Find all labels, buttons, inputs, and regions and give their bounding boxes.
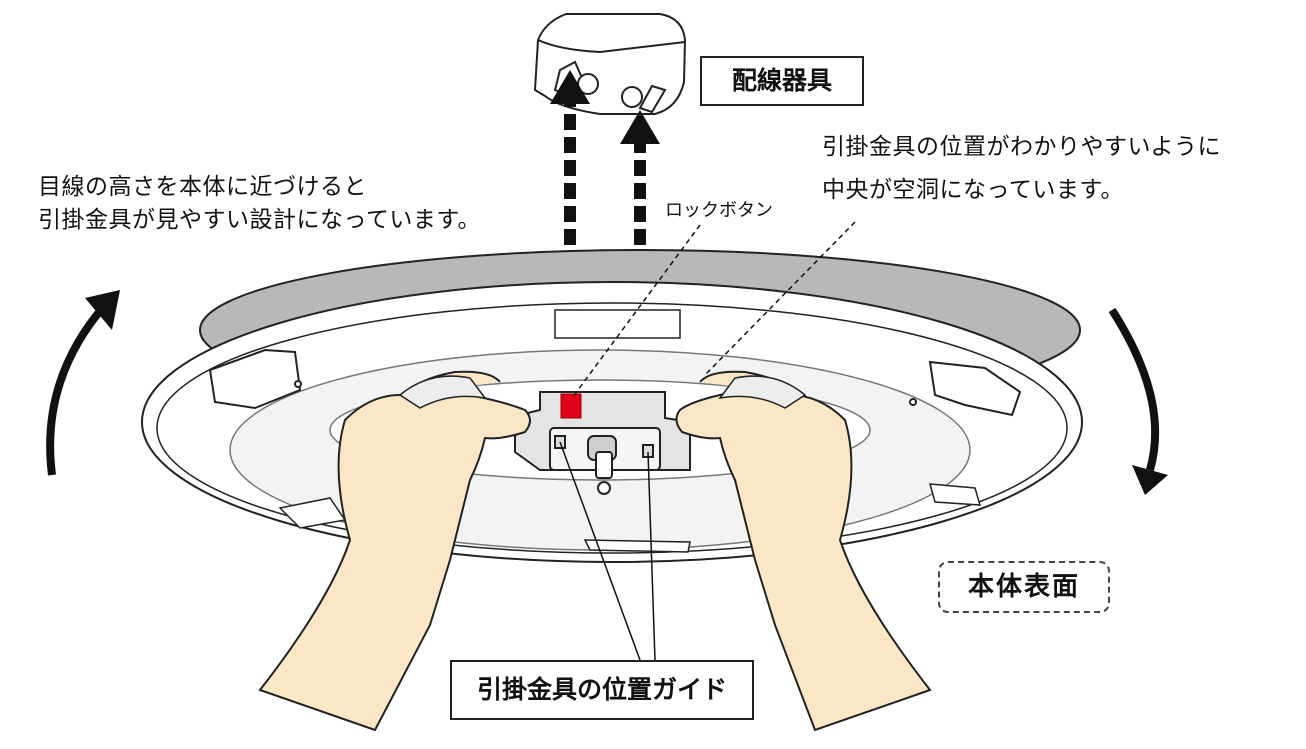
rotate-cw-arrow-icon (1108, 307, 1168, 495)
lock-button-label: ロックボタン (665, 200, 773, 221)
lock-button-red (560, 393, 582, 419)
adapter-stem (595, 451, 613, 479)
rotate-ccw-arrow-icon (46, 290, 120, 476)
light-body (141, 249, 1083, 563)
clip-front-right (928, 483, 982, 506)
hook-guide-label: 引掛金具の位置ガイド (450, 660, 754, 720)
dashed-up-arrow-icon (550, 70, 660, 245)
clip-front-center (583, 539, 691, 553)
adapter-hole (597, 481, 611, 495)
hand-straps (398, 375, 807, 409)
left-note-line-2: 引掛金具が見やすい設計になっています。 (38, 207, 482, 233)
clip-left (208, 348, 302, 410)
left-note-line-1: 目線の高さを本体に近づけると (38, 174, 367, 200)
screw-hole (909, 398, 917, 406)
body-surface-label: 本体表面 (938, 561, 1110, 613)
right-note-line-1: 引掛金具の位置がわかりやすいように (822, 134, 1222, 160)
clip-back (554, 309, 681, 339)
screw-hole (294, 380, 302, 388)
wiring-fixture-label: 配線器具 (700, 56, 864, 106)
leader-lines (559, 221, 856, 661)
right-note-line-2: 中央が空洞になっています。 (822, 177, 1125, 203)
right-hand (675, 389, 932, 732)
clip-right (928, 360, 1022, 417)
